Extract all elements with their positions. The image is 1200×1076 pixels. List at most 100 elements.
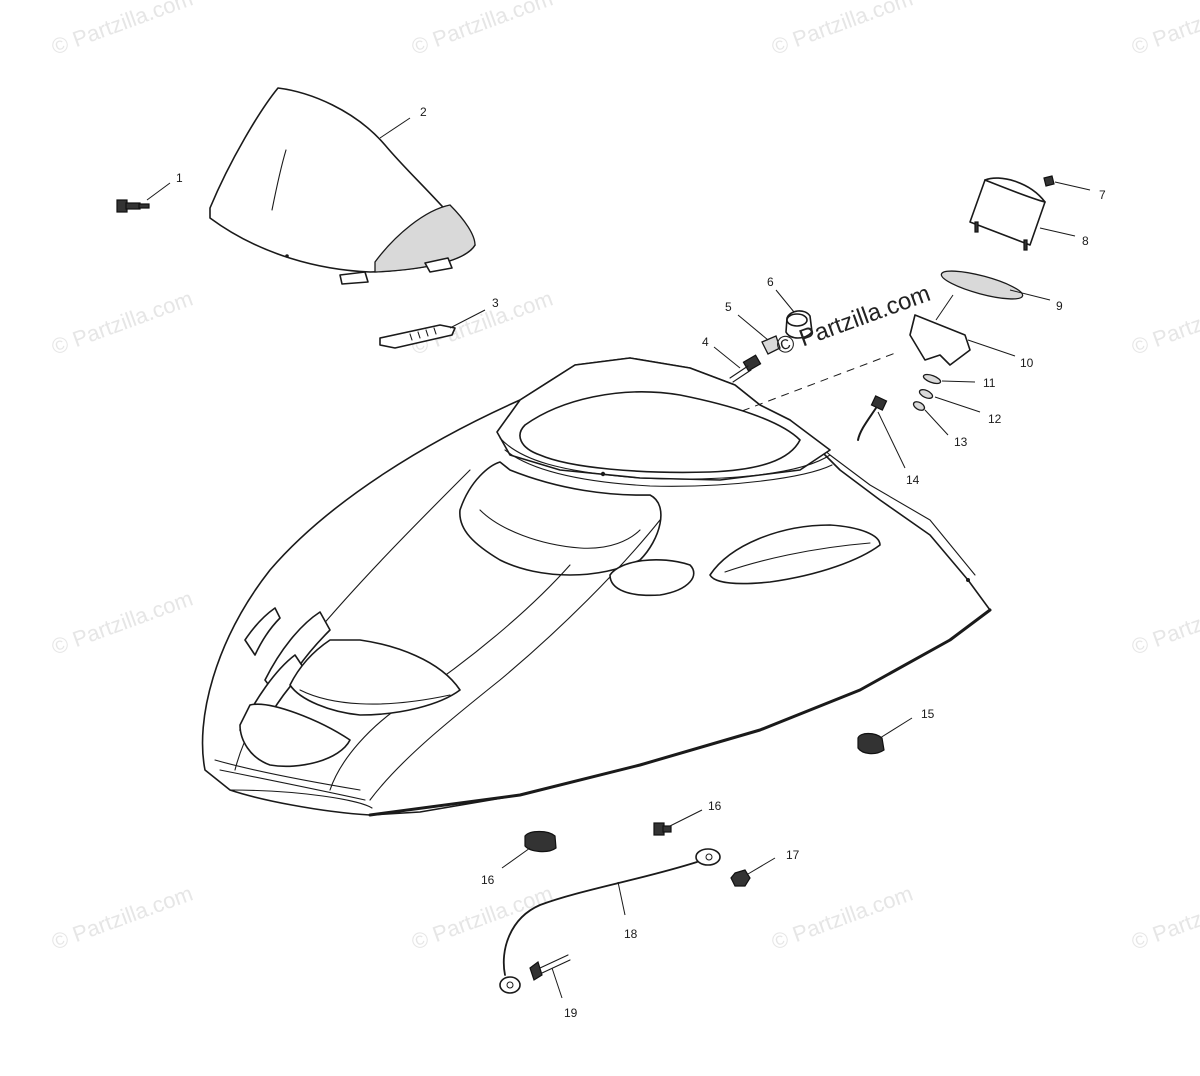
leader-line <box>941 380 976 383</box>
callout-8: 8 <box>1082 234 1089 248</box>
dash-rim-inner <box>504 449 833 487</box>
leader-line <box>877 411 906 469</box>
bracket-edge <box>909 314 916 336</box>
latch-left <box>524 830 557 853</box>
hood-lower-scoop <box>239 703 351 768</box>
watermark: © Partzilla.com <box>1128 881 1200 955</box>
fastener-tip <box>138 203 150 209</box>
mount-point <box>966 578 970 582</box>
watermark: © Partzilla.com <box>48 0 196 60</box>
knob-top <box>786 313 808 327</box>
watermark: © Partzilla.com <box>408 0 556 60</box>
screw <box>1043 175 1055 187</box>
leader-line <box>935 294 954 321</box>
gauge-housing-body <box>969 179 1046 246</box>
dash-lens <box>519 391 801 474</box>
strap <box>379 324 456 349</box>
callout-9: 9 <box>1056 299 1063 313</box>
gauge-housing-top <box>984 177 1046 203</box>
callout-labels: 1 2 3 4 5 6 7 8 9 10 11 12 13 14 15 16 1… <box>176 105 1106 1020</box>
windshield-tab <box>339 271 369 285</box>
watermark: © Partzilla.com <box>48 286 196 360</box>
watermark: © Partzilla.com <box>408 286 556 360</box>
lens-ring <box>940 270 1024 300</box>
bracket-body <box>909 314 971 366</box>
eyelet-hole <box>705 853 713 861</box>
hood-side-line <box>229 789 373 809</box>
callout-17: 17 <box>786 848 800 862</box>
leader-line <box>551 967 563 999</box>
switch-body <box>742 354 762 372</box>
right-vent-line <box>724 542 871 573</box>
leader-line <box>146 182 171 201</box>
lamp-socket <box>857 395 888 441</box>
cockpit-inner <box>479 509 641 549</box>
gauge-pin <box>974 221 979 233</box>
hood-assembly <box>201 357 992 817</box>
bulb <box>912 401 926 411</box>
lamp-wire <box>857 407 877 441</box>
right-vent <box>709 524 881 585</box>
callout-3: 3 <box>492 296 499 310</box>
leader-line <box>713 346 741 369</box>
nut <box>730 869 751 887</box>
strap-ribs <box>409 327 437 341</box>
callout-16: 16 <box>481 873 495 887</box>
callout-15: 15 <box>921 707 935 721</box>
hood-scoop-line <box>299 689 451 705</box>
mount-point <box>600 471 606 477</box>
center-oval <box>609 559 695 597</box>
watermark: © Partzilla.com <box>768 0 916 60</box>
nose-stripe <box>214 759 361 791</box>
watermark: © Partzilla.com <box>768 881 916 955</box>
leader-line <box>879 717 913 739</box>
gauge-pin <box>1023 239 1028 251</box>
intake-vent-left-small <box>244 607 281 656</box>
callout-7: 7 <box>1099 188 1106 202</box>
spring <box>918 389 934 399</box>
leader-line <box>669 809 703 827</box>
lamp-socket-body <box>870 395 888 411</box>
nose-stripe <box>219 769 366 801</box>
leader-line <box>775 289 795 313</box>
dash-rim <box>499 437 831 480</box>
windshield-hole <box>285 254 289 258</box>
callout-1: 1 <box>176 171 183 185</box>
windshield-edge <box>271 149 287 211</box>
callout-2: 2 <box>420 105 427 119</box>
rivet-head <box>529 961 543 981</box>
leader-line <box>924 409 949 436</box>
callout-19: 19 <box>564 1006 578 1020</box>
callout-14: 14 <box>906 473 920 487</box>
rivet <box>529 954 571 981</box>
leader-line <box>501 847 531 869</box>
watermark: © Partzilla.com <box>1128 586 1200 660</box>
leader-line <box>449 309 486 329</box>
leader-lines <box>146 117 1091 999</box>
rivet-shank <box>541 959 571 974</box>
switch-stem <box>729 365 749 379</box>
leader-line <box>1009 289 1051 301</box>
leader-line <box>379 117 411 139</box>
callout-18: 18 <box>624 927 638 941</box>
leader-line <box>1039 227 1076 237</box>
leader-line <box>737 314 769 341</box>
leader-line <box>617 881 626 916</box>
watermark: © Partzilla.com <box>48 586 196 660</box>
knob-plate <box>761 335 781 355</box>
bolt <box>653 822 672 836</box>
strap-body <box>379 324 456 349</box>
callout-4: 4 <box>702 335 709 349</box>
key-switch <box>729 354 762 383</box>
small-hardware <box>912 373 942 411</box>
cable-line <box>502 861 698 976</box>
callout-16: 16 <box>708 799 722 813</box>
leader-line <box>934 396 981 413</box>
gauge-bracket <box>909 314 971 366</box>
latch-right <box>857 732 885 755</box>
gauge-housing <box>969 177 1046 251</box>
leader-line <box>967 339 1016 357</box>
hood-scoop <box>289 639 461 716</box>
latch-body <box>524 830 557 853</box>
